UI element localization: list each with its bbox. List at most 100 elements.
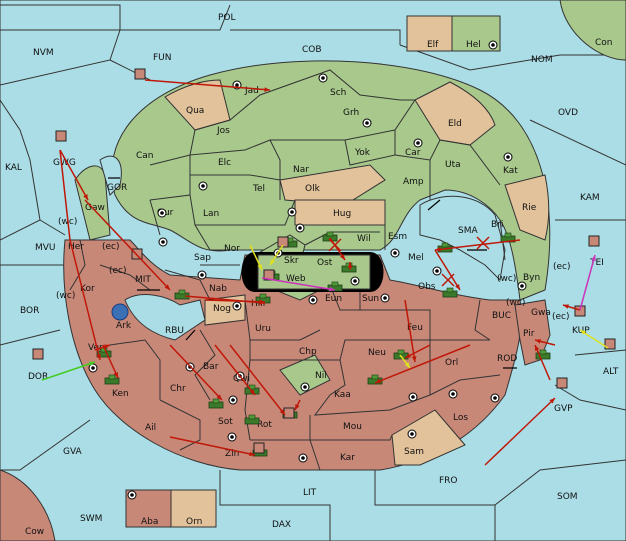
flag-icon[interactable] bbox=[55, 130, 67, 142]
label-hug: Hug bbox=[333, 209, 351, 219]
supply-center-dot bbox=[365, 121, 369, 125]
arrow-head bbox=[347, 262, 353, 268]
label-qua: Qua bbox=[186, 106, 204, 116]
label-kor: Kor bbox=[80, 284, 95, 294]
supply-center-dot bbox=[493, 396, 497, 400]
label-uru: Uru bbox=[255, 324, 271, 334]
arrow-head bbox=[549, 398, 555, 404]
flag-icon[interactable] bbox=[263, 269, 275, 281]
supply-center-dot bbox=[451, 392, 455, 396]
order-arrow bbox=[204, 299, 266, 303]
flag-icon[interactable] bbox=[32, 348, 44, 360]
label-nog: Nog bbox=[213, 304, 231, 314]
flag-icon[interactable] bbox=[574, 305, 586, 317]
inner-border bbox=[429, 374, 501, 396]
flag-icon[interactable] bbox=[253, 442, 265, 454]
inner-border bbox=[269, 139, 281, 200]
inner-border bbox=[190, 174, 281, 181]
label-mel: Mel bbox=[408, 253, 424, 263]
order-arrow bbox=[374, 344, 471, 384]
label-hill: Hill bbox=[251, 299, 265, 309]
label-elf: Elf bbox=[427, 40, 439, 50]
supply-center-dot bbox=[311, 298, 315, 302]
label-cow: Cow bbox=[25, 527, 44, 537]
label-gwg: GWG bbox=[53, 158, 76, 168]
army-unit[interactable] bbox=[535, 349, 551, 360]
supply-center-dot bbox=[416, 141, 420, 145]
label-ovd: OVD bbox=[558, 108, 578, 118]
tank-turret-icon bbox=[441, 242, 449, 248]
arrow-head bbox=[164, 284, 170, 290]
army-unit[interactable] bbox=[104, 374, 120, 385]
region-qua bbox=[164, 79, 231, 131]
label-wc4: (wc) bbox=[506, 298, 525, 308]
zone-border bbox=[574, 349, 626, 356]
label-sun: Sun bbox=[362, 294, 379, 304]
label-rie: Rie bbox=[522, 203, 537, 213]
label-bor: BOR bbox=[20, 306, 39, 316]
label-amp: Amp bbox=[403, 177, 424, 187]
tank-turret-icon bbox=[371, 374, 379, 380]
label-cob: COB bbox=[302, 45, 322, 55]
arrow-head bbox=[563, 304, 569, 309]
label-ark: Ark bbox=[116, 321, 132, 331]
label-nor: Nor bbox=[224, 244, 240, 254]
arrow-head bbox=[375, 378, 381, 384]
arrow-head bbox=[435, 247, 441, 252]
arrow-head bbox=[329, 286, 335, 292]
label-mit: MIT bbox=[135, 275, 151, 285]
flag-icon[interactable] bbox=[604, 338, 616, 350]
label-mou: Mou bbox=[343, 422, 362, 432]
label-tei: TEI bbox=[589, 258, 604, 268]
label-ec4: (ec) bbox=[552, 312, 570, 322]
zone-border bbox=[0, 419, 91, 471]
cancel-mark-icon bbox=[476, 236, 490, 250]
supply-center-dot bbox=[200, 273, 204, 277]
label-kaa: Kaa bbox=[334, 390, 351, 400]
order-arrow bbox=[84, 199, 171, 291]
region-eld bbox=[414, 81, 496, 146]
army-unit[interactable] bbox=[244, 414, 260, 425]
army-unit[interactable] bbox=[327, 281, 343, 292]
zone-border bbox=[39, 219, 66, 236]
flag-icon[interactable] bbox=[588, 235, 600, 247]
arrow-head bbox=[535, 339, 541, 344]
label-buc: BUC bbox=[492, 311, 511, 321]
label-ail: Ail bbox=[145, 423, 156, 433]
zone-border bbox=[230, 29, 401, 45]
supply-center-dot bbox=[353, 279, 357, 283]
tank-turret-icon bbox=[248, 414, 256, 420]
order-arrow bbox=[434, 239, 521, 251]
canal-connector-icon bbox=[185, 329, 196, 341]
label-pir: Pir bbox=[523, 329, 535, 339]
order-arrow bbox=[169, 436, 256, 456]
army-unit[interactable] bbox=[442, 287, 458, 298]
label-eun: Eun bbox=[325, 294, 342, 304]
order-arrow bbox=[404, 299, 416, 363]
inner-border bbox=[164, 269, 211, 301]
label-bar: Bar bbox=[203, 362, 219, 372]
flag-icon[interactable] bbox=[277, 236, 289, 248]
label-fun: FUN bbox=[153, 53, 172, 63]
army-unit[interactable] bbox=[208, 398, 224, 409]
supply-center-dot bbox=[130, 493, 134, 497]
zone-border bbox=[399, 44, 626, 71]
order-arrow bbox=[214, 344, 256, 396]
supply-center-dot bbox=[410, 432, 414, 436]
flag-icon[interactable] bbox=[556, 377, 568, 389]
label-car: Car bbox=[405, 148, 421, 158]
label-her: Her bbox=[68, 242, 84, 252]
label-lit: LIT bbox=[303, 488, 317, 498]
flag-icon[interactable] bbox=[134, 68, 146, 80]
arrow-head bbox=[279, 409, 285, 415]
support-arrow bbox=[579, 254, 596, 311]
fleet-icon[interactable] bbox=[111, 303, 129, 321]
label-gwa: Gwa bbox=[531, 308, 551, 318]
arrow-head bbox=[89, 361, 95, 366]
sea-sma bbox=[419, 195, 506, 282]
label-yok: Yok bbox=[354, 148, 371, 158]
tank-turret-icon bbox=[326, 231, 334, 237]
supply-centers bbox=[88, 40, 527, 500]
zone-border bbox=[494, 459, 626, 506]
flag-icon[interactable] bbox=[283, 407, 295, 419]
